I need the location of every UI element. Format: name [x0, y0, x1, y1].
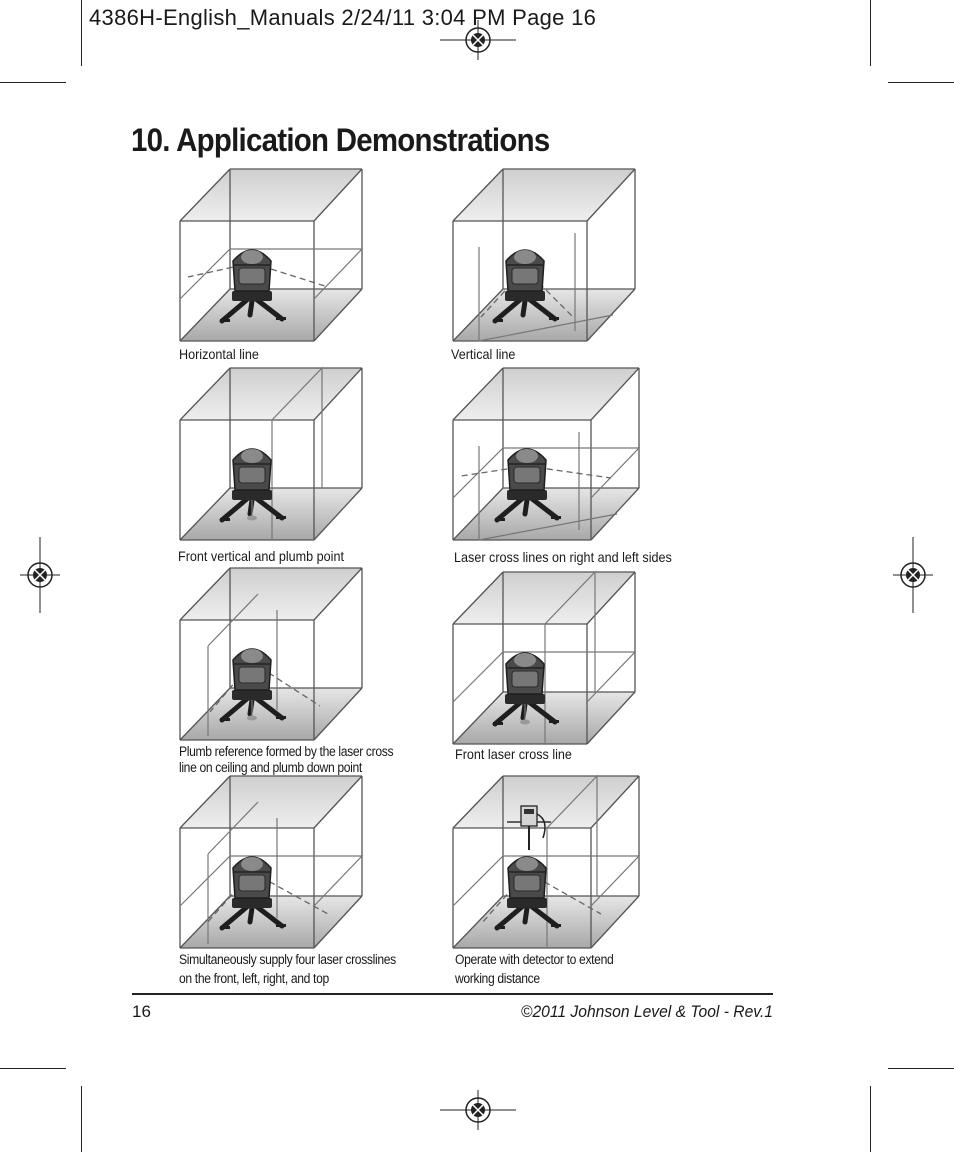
caption-detector-2: working distance [455, 970, 540, 987]
crop-mark-icon [888, 82, 954, 83]
crop-mark-icon [870, 0, 871, 66]
crop-mark-icon [0, 82, 66, 83]
section-title: 10. Application Demonstrations [131, 122, 550, 159]
caption-plumb-reference-1: Plumb reference formed by the laser cros… [179, 743, 393, 760]
laser-level-base [232, 490, 272, 500]
crop-mark-icon [870, 1086, 871, 1152]
plumb-point [247, 516, 257, 521]
footer-rule [132, 993, 773, 995]
figure-front-vertical-plumb [178, 366, 366, 544]
figure-horizontal-line [178, 167, 366, 345]
laser-level-base [505, 291, 545, 301]
caption-detector-1: Operate with detector to extend [455, 951, 613, 968]
ceiling [180, 776, 362, 828]
laser-level-base [232, 690, 272, 700]
plumb-point [247, 716, 257, 721]
figure-cross-lines-sides [451, 366, 643, 544]
laser-level-base [232, 291, 272, 301]
figure-plumb-reference [178, 566, 366, 744]
registration-mark-icon [438, 20, 518, 60]
caption-front-cross-line: Front laser cross line [455, 746, 572, 763]
crop-mark-icon [81, 0, 82, 66]
plumb-point [520, 720, 530, 725]
caption-plumb-reference-2: line on ceiling and plumb down point [179, 759, 362, 776]
ceiling [180, 169, 362, 221]
ceiling [180, 368, 362, 420]
figure-vertical-line [451, 167, 639, 345]
ceiling [453, 572, 635, 624]
ceiling [180, 568, 362, 620]
caption-front-vertical-plumb: Front vertical and plumb point [178, 548, 344, 565]
crop-mark-icon [0, 1068, 66, 1069]
ceiling [453, 776, 639, 828]
caption-vertical-line: Vertical line [451, 346, 515, 363]
page-number: 16 [132, 1002, 151, 1022]
caption-four-crosslines-2: on the front, left, right, and top [179, 970, 329, 987]
crop-mark-icon [81, 1086, 82, 1152]
registration-mark-icon [20, 535, 60, 615]
copyright: ©2011 Johnson Level & Tool - Rev.1 [521, 1002, 773, 1022]
laser-level-base [505, 694, 545, 704]
ceiling [453, 368, 639, 420]
laser-level-base [232, 898, 272, 908]
registration-mark-icon [893, 535, 933, 615]
caption-horizontal-line: Horizontal line [179, 346, 259, 363]
caption-cross-lines-sides: Laser cross lines on right and left side… [454, 549, 672, 566]
print-slug: 4386H-English_Manuals 2/24/11 3:04 PM Pa… [89, 5, 596, 31]
crop-mark-icon [888, 1068, 954, 1069]
figure-detector [451, 774, 643, 952]
registration-mark-icon [438, 1090, 518, 1130]
figure-four-crosslines [178, 774, 366, 952]
laser-level-base [507, 898, 547, 908]
caption-four-crosslines-1: Simultaneously supply four laser crossli… [179, 951, 396, 968]
figure-front-cross-line [451, 570, 639, 748]
ceiling [453, 169, 635, 221]
laser-level-base [507, 490, 547, 500]
